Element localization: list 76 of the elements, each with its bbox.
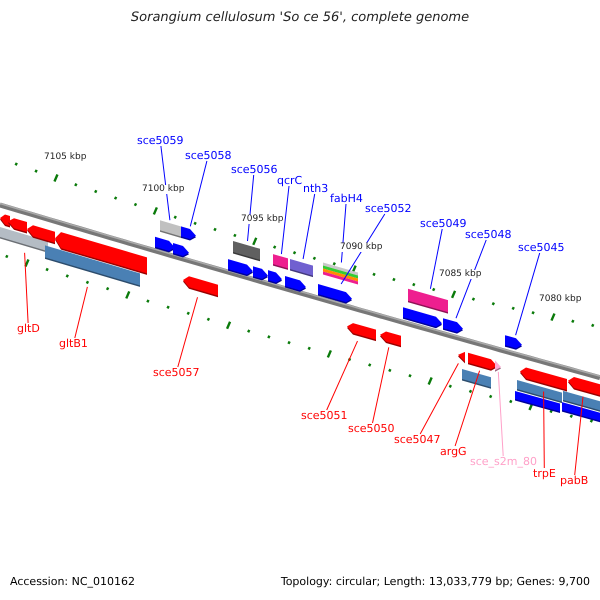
leader-line: [456, 240, 487, 319]
gene-block: [27, 225, 55, 244]
leader-line: [543, 391, 545, 468]
gene-block: [443, 318, 463, 334]
gene-block: [173, 243, 189, 258]
gene-label: sce5049: [420, 218, 467, 229]
gene-block: [55, 232, 147, 275]
gene-block: [268, 270, 282, 284]
gene-label: sce5047: [394, 434, 441, 445]
footer-text: Accession: NC_010162: [10, 576, 136, 587]
gene-label: sce5058: [185, 150, 232, 161]
footer-text: Topology: circular; Length: 13,033,779 bp; Genes: 9,700: [280, 576, 590, 587]
leader-line: [190, 160, 208, 227]
leader-line: [420, 362, 459, 434]
gene-block: [495, 360, 501, 372]
gene-block: [0, 214, 10, 228]
scale-label: 7085 kbp: [438, 270, 482, 279]
leader-line: [74, 286, 88, 338]
gene-block: [403, 307, 442, 328]
gene-block: [273, 254, 288, 270]
gene-block: [290, 259, 313, 278]
scale-label: 7090 kbp: [339, 243, 384, 252]
gene-label: sce5059: [137, 135, 184, 146]
leader-line: [326, 340, 358, 410]
gene-block: [380, 332, 401, 348]
leader-line: [302, 194, 316, 260]
gene-label: sce5045: [518, 242, 565, 253]
gene-block: [160, 220, 182, 238]
striped-gene-block: [323, 262, 358, 284]
gene-block: [318, 284, 352, 304]
gene-label: sce5051: [301, 410, 348, 421]
gene-label: fabH4: [330, 193, 363, 204]
scale-label: 7080 kbp: [538, 295, 582, 304]
leader-line: [280, 186, 290, 255]
gene-block: [181, 226, 196, 240]
gene-block: [468, 352, 497, 371]
gene-label: argG: [440, 446, 467, 457]
scale-label: 7105 kbp: [43, 153, 88, 162]
gene-label: nth3: [303, 183, 328, 194]
gene-block: [408, 288, 448, 314]
gene-block: [517, 380, 562, 404]
leader-line: [24, 252, 29, 324]
gene-label: sce5057: [153, 367, 200, 378]
gene-label: sce5052: [365, 203, 412, 214]
gene-block: [347, 323, 376, 342]
gene-block: [563, 390, 600, 412]
gene-block: [285, 276, 306, 292]
gene-label: sce5050: [348, 423, 395, 434]
leader-line: [340, 204, 346, 263]
leader-line: [372, 346, 390, 424]
leader-line: [454, 370, 480, 446]
leader-line: [574, 396, 584, 476]
gene-label: sce5048: [465, 229, 512, 240]
gene-block: [458, 352, 465, 364]
leader-line: [177, 296, 198, 368]
gene-label: pabB: [560, 475, 588, 486]
leader-line: [430, 228, 443, 290]
gene-block: [233, 241, 260, 262]
scale-label: 7095 kbp: [240, 215, 284, 224]
gene-label: sce_s2m_80: [470, 456, 537, 467]
gene-block: [505, 335, 522, 350]
gene-block: [155, 236, 175, 252]
gene-label: sce5056: [231, 164, 278, 175]
gene-label: qcrC: [277, 175, 302, 186]
leader-line: [515, 252, 540, 336]
leader-line: [160, 146, 170, 221]
gene-block: [183, 276, 218, 298]
gene-label: trpE: [533, 468, 556, 479]
scale-label: 7100 kbp: [141, 185, 186, 194]
gene-label: gltD: [17, 323, 40, 334]
gene-block: [253, 266, 268, 280]
gene-block: [462, 369, 491, 389]
gene-block: [568, 377, 600, 397]
title: Sorangium cellulosum 'So ce 56', complete genome: [130, 11, 470, 24]
gene-label: gltB1: [59, 338, 88, 349]
leader-line: [498, 371, 504, 456]
